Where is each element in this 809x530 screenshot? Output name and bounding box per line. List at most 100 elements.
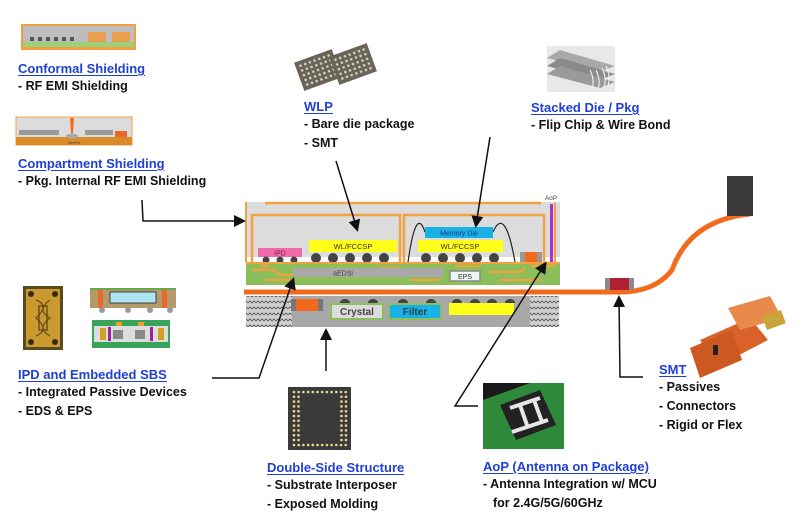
double-side-title: Double-Side Structure bbox=[267, 460, 405, 475]
compartment-shielding-thumbnail: Substrate bbox=[15, 116, 133, 146]
pad-dot bbox=[297, 433, 300, 437]
stacked-die-title: Stacked Die / Pkg bbox=[531, 100, 640, 115]
pad-dot bbox=[316, 390, 319, 394]
pad-dot bbox=[320, 443, 324, 447]
pad-dot bbox=[292, 419, 296, 423]
crystal-label: Crystal bbox=[340, 307, 374, 318]
pad-dot bbox=[297, 405, 300, 408]
smt-title: SMT bbox=[659, 362, 687, 377]
arrow-compartment bbox=[141, 199, 246, 227]
callout-ipd-embedded: IPD and Embedded SBS - Integrated Passiv… bbox=[18, 366, 187, 421]
aop-item: - Antenna Integration w/ MCU bbox=[483, 477, 657, 491]
pad-dot bbox=[302, 390, 305, 394]
callout-aop: AoP (Antenna on Package) - Antenna Integ… bbox=[483, 458, 657, 513]
pad-dot bbox=[297, 443, 301, 447]
wlp-thumbnail bbox=[294, 43, 377, 91]
pad-dot bbox=[292, 424, 296, 427]
wl-fccsp-left-label: WL/FCCSP bbox=[334, 242, 373, 251]
pad-dot bbox=[297, 409, 300, 413]
pad-dot bbox=[344, 438, 348, 442]
pad-dot bbox=[344, 429, 348, 432]
conformal-item: - RF EMI Shielding bbox=[18, 79, 128, 93]
filter-component bbox=[388, 303, 442, 320]
bottom-die bbox=[449, 303, 514, 315]
pad-dot bbox=[325, 443, 329, 447]
pad-dot bbox=[292, 395, 296, 399]
wlp-item: - Bare die package bbox=[304, 117, 415, 131]
memory-die bbox=[425, 227, 493, 238]
pad-dot bbox=[340, 409, 343, 413]
pad-dot bbox=[340, 400, 343, 403]
pad-dot bbox=[335, 443, 338, 447]
aeds-embedded-die bbox=[293, 268, 443, 277]
compartment-shield-left bbox=[250, 213, 402, 262]
pad-dot bbox=[302, 443, 305, 447]
pad-dot bbox=[339, 443, 343, 447]
pad-dot bbox=[297, 419, 300, 423]
pad-dot bbox=[292, 438, 296, 442]
pad-dot bbox=[306, 390, 310, 394]
filter-label: Filter bbox=[403, 307, 428, 318]
pad-dot bbox=[344, 443, 348, 447]
pad-dot bbox=[292, 405, 296, 408]
smt-flex-thumbnail bbox=[690, 296, 786, 378]
smt-item: - Passives bbox=[659, 380, 721, 394]
pad-dot bbox=[339, 390, 343, 394]
exposed-molding-left bbox=[246, 296, 292, 327]
pad-dot bbox=[330, 443, 333, 447]
aop-label: AoP bbox=[545, 195, 557, 202]
pad-dot bbox=[292, 429, 296, 432]
pad-dot bbox=[292, 390, 296, 394]
callout-smt: SMT - Passives - Connectors - Rigid or F… bbox=[659, 361, 742, 435]
pad-dot bbox=[292, 443, 296, 447]
memory-die-label: Memory Die bbox=[440, 231, 478, 238]
double-side-item: - Substrate Interposer bbox=[267, 478, 397, 492]
pad-dot bbox=[297, 395, 300, 399]
callout-double-side: Double-Side Structure - Substrate Interp… bbox=[267, 459, 404, 514]
callout-stacked-die: Stacked Die / Pkg - Flip Chip & Wire Bon… bbox=[531, 99, 670, 135]
eps-label: EPS bbox=[458, 274, 472, 281]
smt-item: - Rigid or Flex bbox=[659, 418, 743, 432]
aop-antenna bbox=[550, 204, 553, 262]
crystal-component bbox=[330, 303, 384, 320]
aeds-label: aEDSi bbox=[333, 271, 353, 278]
pad-dot bbox=[340, 429, 343, 432]
pad-dot bbox=[325, 390, 329, 394]
pad-dot bbox=[306, 443, 310, 447]
pad-dot bbox=[344, 414, 348, 418]
wlp-title: WLP bbox=[304, 99, 333, 114]
pad-dot bbox=[344, 419, 348, 423]
substrate-thumb-label: Substrate bbox=[68, 141, 81, 145]
pad-dot bbox=[311, 443, 315, 447]
pad-dot bbox=[292, 414, 296, 418]
pad-dot bbox=[344, 390, 348, 394]
ipd-chip-thumbnail bbox=[23, 286, 63, 350]
wl-fccsp-right bbox=[418, 240, 503, 252]
aop-item: for 2.4G/5G/60GHz bbox=[493, 496, 603, 510]
wlp-item: - SMT bbox=[304, 136, 339, 150]
pad-dot bbox=[344, 409, 348, 413]
double-side-bottom: Crystal Filter bbox=[246, 296, 559, 327]
arrow-stacked bbox=[471, 136, 491, 228]
smt-item: - Connectors bbox=[659, 399, 737, 413]
conformal-shielding-thumbnail bbox=[21, 24, 136, 50]
pad-dot bbox=[330, 390, 333, 394]
pad-dot bbox=[316, 443, 319, 447]
callout-conformal-shielding: Conformal Shielding - RF EMI Shielding bbox=[18, 60, 145, 96]
pad-dot bbox=[344, 433, 348, 437]
embedded-sbs-thumbnail bbox=[90, 288, 176, 348]
compartment-shield-right bbox=[402, 213, 546, 262]
double-side-item: - Exposed Molding bbox=[267, 497, 379, 511]
arrow-wlp bbox=[335, 160, 361, 232]
pad-dot bbox=[297, 400, 300, 403]
conformal-shielding-title: Conformal Shielding bbox=[18, 61, 146, 76]
wl-fccsp-left bbox=[309, 240, 397, 252]
stacked-die-thumbnail bbox=[547, 46, 615, 92]
ipd-embedded-title: IPD and Embedded SBS bbox=[18, 367, 167, 382]
pad-dot bbox=[340, 424, 343, 427]
pad-dot bbox=[297, 438, 300, 442]
stacked-die-item: - Flip Chip & Wire Bond bbox=[531, 118, 671, 132]
pad-dot bbox=[311, 390, 315, 394]
wl-fccsp-right-label: WL/FCCSP bbox=[441, 242, 480, 251]
